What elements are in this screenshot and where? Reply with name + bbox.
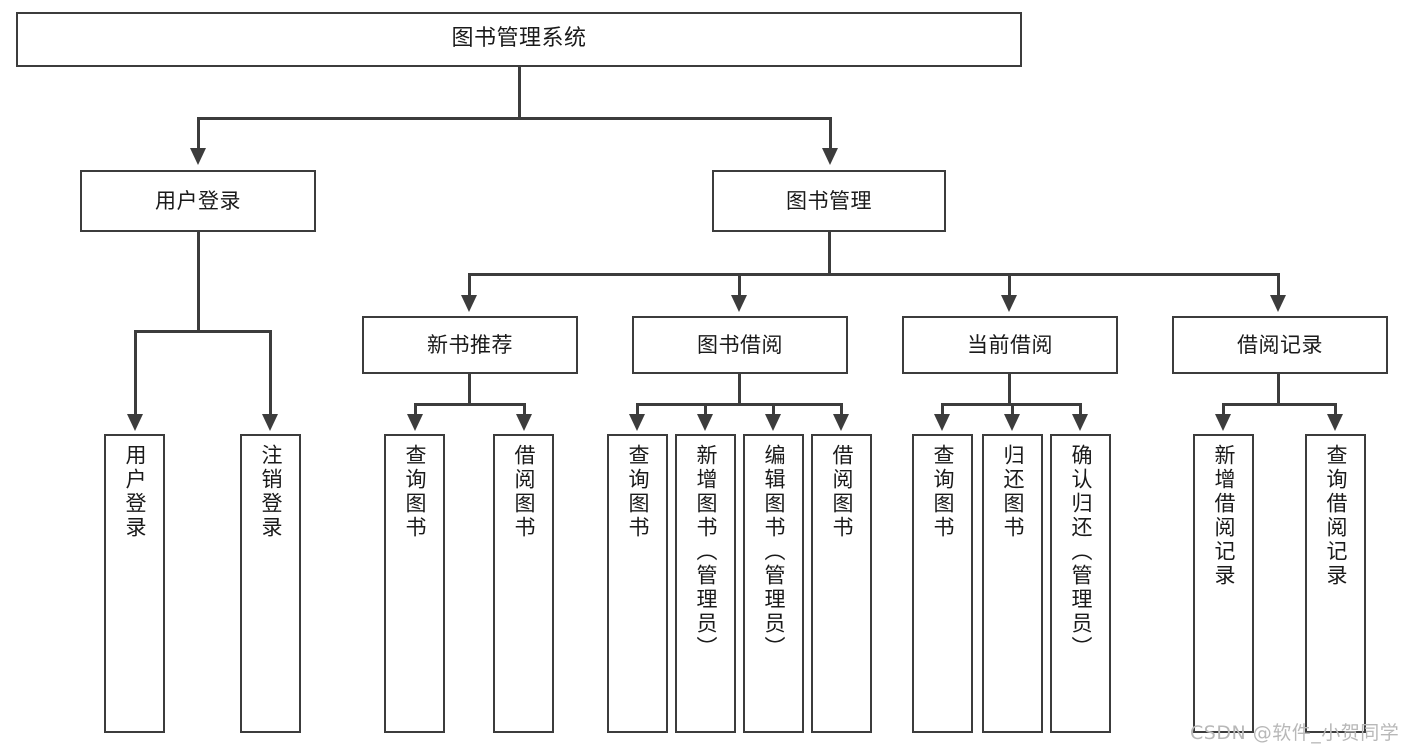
connector-book-borrow-bar [636, 403, 843, 406]
leaf-borrow-book-rec[interactable]: 借阅图书 [493, 434, 554, 733]
leaf-query-book-rec[interactable]: 查询图书 [384, 434, 445, 733]
connector-user-login-bar [134, 330, 272, 333]
node-book-borrow[interactable]: 图书借阅 [632, 316, 848, 374]
arrow-to-book-borrow [731, 295, 747, 312]
node-label: 图书借阅 [697, 332, 783, 357]
connector-root-to-book-manage [829, 117, 832, 152]
connector-root-bar [197, 117, 832, 120]
connector-user-login-leaf-2 [269, 330, 272, 418]
connector-book-manage-stem [828, 232, 831, 276]
connector-root-to-user-login [197, 117, 200, 152]
node-label: 查询借阅记录 [1324, 444, 1348, 588]
leaf-query-book-borrow[interactable]: 查询图书 [607, 434, 668, 733]
connector-book-manage-to-borrow-record [1277, 273, 1280, 299]
node-label: 借阅图书 [512, 444, 536, 540]
connector-user-login-leaf-1 [134, 330, 137, 418]
node-label: 确认归还（管理员） [1069, 444, 1093, 660]
node-label: 查询图书 [403, 444, 427, 540]
connector-book-manage-bar [468, 273, 1280, 276]
leaf-add-borrow-record[interactable]: 新增借阅记录 [1193, 434, 1254, 733]
node-label: 新增图书（管理员） [694, 444, 718, 660]
node-label: 查询图书 [626, 444, 650, 540]
leaf-user-login[interactable]: 用户登录 [104, 434, 165, 733]
leaf-query-borrow-record[interactable]: 查询借阅记录 [1305, 434, 1366, 733]
arrow-root-to-user-login [190, 148, 206, 165]
arrow-new-book-rec-leaf-1 [407, 414, 423, 431]
node-label: 当前借阅 [967, 332, 1053, 357]
leaf-add-book-admin[interactable]: 新增图书（管理员） [675, 434, 736, 733]
connector-current-borrow-leaf-1 [941, 403, 944, 418]
arrow-to-current-borrow [1001, 295, 1017, 312]
connector-book-borrow-leaf-4 [840, 403, 843, 418]
arrow-new-book-rec-leaf-2 [516, 414, 532, 431]
connector-new-book-rec-leaf-1 [414, 403, 417, 418]
arrow-book-borrow-leaf-3 [765, 414, 781, 431]
node-label: 查询图书 [931, 444, 955, 540]
connector-borrow-record-stem [1277, 374, 1280, 405]
arrow-root-to-book-manage [822, 148, 838, 165]
node-root-book-management-system[interactable]: 图书管理系统 [16, 12, 1022, 67]
node-label: 新增借阅记录 [1212, 444, 1236, 588]
node-label: 借阅图书 [830, 444, 854, 540]
connector-borrow-record-leaf-1 [1222, 403, 1225, 418]
arrow-book-borrow-leaf-1 [629, 414, 645, 431]
leaf-confirm-return-admin[interactable]: 确认归还（管理员） [1050, 434, 1111, 733]
node-label: 用户登录 [155, 188, 241, 213]
connector-book-manage-to-current-borrow [1008, 273, 1011, 299]
leaf-borrow-book[interactable]: 借阅图书 [811, 434, 872, 733]
node-label: 编辑图书（管理员） [762, 444, 786, 660]
leaf-edit-book-admin[interactable]: 编辑图书（管理员） [743, 434, 804, 733]
node-label: 注销登录 [259, 444, 283, 540]
node-label: 图书管理 [786, 188, 872, 213]
connector-current-borrow-leaf-2 [1011, 403, 1014, 418]
arrow-current-borrow-leaf-2 [1004, 414, 1020, 431]
connector-borrow-record-leaf-2 [1334, 403, 1337, 418]
node-label: 新书推荐 [427, 332, 513, 357]
leaf-user-logout[interactable]: 注销登录 [240, 434, 301, 733]
connector-book-borrow-leaf-2 [704, 403, 707, 418]
connector-root-stem [518, 67, 521, 119]
connector-borrow-record-bar [1222, 403, 1337, 406]
arrow-user-login-leaf-1 [127, 414, 143, 431]
connector-new-book-rec-stem [468, 374, 471, 405]
connector-current-borrow-stem [1008, 374, 1011, 405]
node-new-book-recommend[interactable]: 新书推荐 [362, 316, 578, 374]
connector-book-borrow-stem [738, 374, 741, 405]
connector-user-login-stem [197, 232, 200, 333]
arrow-book-borrow-leaf-2 [697, 414, 713, 431]
connector-new-book-rec-bar [414, 403, 526, 406]
arrow-to-borrow-record [1270, 295, 1286, 312]
leaf-query-book-current[interactable]: 查询图书 [912, 434, 973, 733]
node-book-manage[interactable]: 图书管理 [712, 170, 946, 232]
arrow-to-new-book-rec [461, 295, 477, 312]
arrow-borrow-record-leaf-1 [1215, 414, 1231, 431]
node-label: 图书管理系统 [451, 26, 587, 52]
connector-current-borrow-leaf-3 [1079, 403, 1082, 418]
node-label: 借阅记录 [1237, 332, 1323, 357]
arrow-current-borrow-leaf-1 [934, 414, 950, 431]
arrow-user-login-leaf-2 [262, 414, 278, 431]
arrow-book-borrow-leaf-4 [833, 414, 849, 431]
connector-book-borrow-leaf-1 [636, 403, 639, 418]
arrow-current-borrow-leaf-3 [1072, 414, 1088, 431]
connector-book-manage-to-book-borrow [738, 273, 741, 299]
node-label: 归还图书 [1001, 444, 1025, 540]
arrow-borrow-record-leaf-2 [1327, 414, 1343, 431]
connector-book-manage-to-new-book-rec [468, 273, 471, 299]
connector-new-book-rec-leaf-2 [523, 403, 526, 418]
node-current-borrow[interactable]: 当前借阅 [902, 316, 1118, 374]
leaf-return-book[interactable]: 归还图书 [982, 434, 1043, 733]
node-borrow-record[interactable]: 借阅记录 [1172, 316, 1388, 374]
node-user-login[interactable]: 用户登录 [80, 170, 316, 232]
connector-book-borrow-leaf-3 [772, 403, 775, 418]
node-label: 用户登录 [123, 444, 147, 540]
